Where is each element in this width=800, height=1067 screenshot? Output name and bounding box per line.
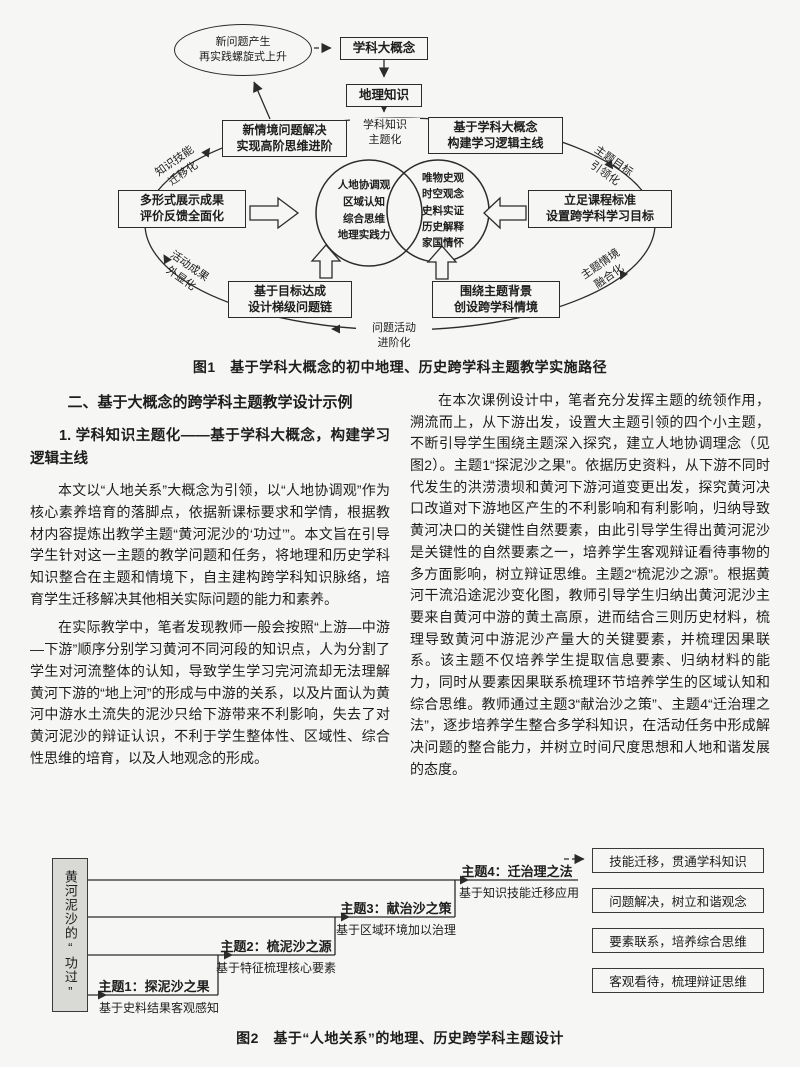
hollow-arrow-left-icon <box>249 196 300 230</box>
fig2-diagram-canvas <box>88 853 585 1000</box>
box-line: 围绕主题背景 <box>459 283 532 298</box>
fig1-label-progression: 问题活动 进阶化 <box>356 321 432 351</box>
label-line: 主题化 <box>368 133 402 146</box>
fig1-label-thematize: 学科知识 主题化 <box>350 118 420 148</box>
section-heading: 二、基于大概念的跨学科主题教学设计示例 <box>67 394 353 411</box>
fig2-outcome-4: 客观看待，梳理辩证思维 <box>592 968 764 993</box>
venn-line: 时空观念 <box>422 188 464 201</box>
fig2-step3-title: 主题3：献治沙之策 <box>340 901 452 916</box>
cycle-arrowhead-bottom <box>331 324 340 334</box>
cycle-arrowhead-upper-right <box>604 159 614 170</box>
figure2-caption: 图2 基于“人地关系”的地理、历史跨学科主题设计 <box>236 1030 564 1046</box>
cycle-arrowhead-upper-left <box>201 147 211 158</box>
fig1-box-display-results: 多形式展示成果 评价反馈全面化 <box>118 190 246 228</box>
step2-arrowhead <box>224 950 233 960</box>
step4-arrowhead <box>460 875 469 885</box>
box-line: 评价反馈全面化 <box>139 209 224 223</box>
box-line: 基于目标达成 <box>253 283 326 298</box>
venn-line: 地理实践力 <box>337 229 391 242</box>
fig1-knowledge-box-label: 地理知识 <box>358 88 409 103</box>
fig1-knowledge-box: 地理知识 <box>346 84 422 107</box>
venn-line: 综合思维 <box>343 212 385 225</box>
box-line: 立足课程标准 <box>563 193 636 208</box>
venn-line: 家国情怀 <box>422 237 464 250</box>
fig1-box-set-goals: 立足课程标准 设置跨学科学习目标 <box>528 190 672 228</box>
fig1-concept-box: 学科大概念 <box>340 37 428 60</box>
cycle-arrowhead-lower-right <box>619 270 629 281</box>
venn-geography-circle <box>315 159 423 267</box>
paragraph: 在实际教学中，笔者发现教师一般会按照“上游—中游—下游”顺序分别学习黄河不同河段… <box>30 619 390 766</box>
fig2-step2-desc: 基于特征梳理核心要素 <box>215 961 336 975</box>
figure1-caption: 图1 基于学科大概念的初中地理、历史跨学科主题教学实施路径 <box>192 359 608 375</box>
box-line: 基于学科大概念 <box>453 119 538 134</box>
venn-line: 人地协调观 <box>337 179 391 191</box>
fig2-outcome-1: 技能迁移，贯通学科知识 <box>592 848 764 873</box>
step1-arrowhead <box>98 990 107 1000</box>
fig2-step2-title: 主题2：梳泥沙之源 <box>220 939 332 954</box>
label-line: 进阶化 <box>377 336 411 349</box>
fig2-source-box: 黄河泥沙的“功过” <box>52 858 88 1012</box>
fig2-outcome-2: 问题解决，树立和谐观念 <box>592 888 764 913</box>
hollow-arrow-right-icon <box>483 196 527 230</box>
box-line: 设置跨学科学习目标 <box>545 209 654 223</box>
fig1-box-new-situation: 新情境问题解决 实现高阶思维进阶 <box>222 120 347 157</box>
fig1-venn-geography-competencies: 人地协调观 区域认知 综合思维 地理实践力 <box>322 177 406 244</box>
fig2-step1-desc: 基于史料结果客观感知 <box>98 1001 219 1015</box>
box-line: 构建学习逻辑主线 <box>447 135 544 150</box>
fig1-spiral-node: 新问题产生 再实践螺旋式上升 <box>174 24 312 76</box>
paragraph: 在本次课例设计中，笔者充分发挥主题的统领作用，溯流而上，从下游出发，设置大主题引… <box>410 392 770 777</box>
box-line: 实现高阶思维进阶 <box>236 138 333 153</box>
fig2-step3-desc: 基于区域环境加以治理 <box>335 923 456 937</box>
article-left-column: 二、基于大概念的跨学科主题教学设计示例 1. 学科知识主题化——基于学科大概念，… <box>30 390 390 787</box>
figure2-diagram: 黄河泥沙的“功过” 主题1：探泥沙之果 基于史料结果客观感知 主题2：梳泥沙之源… <box>0 845 800 1025</box>
fig1-box-build-mainline: 基于学科大概念 构建学习逻辑主线 <box>428 117 563 154</box>
fig2-step4-desc: 基于知识技能迁移应用 <box>458 886 579 900</box>
venn-line: 区域认知 <box>343 195 385 208</box>
fig2-step1-title: 主题1：探泥沙之果 <box>98 979 210 994</box>
label-line: 问题活动 <box>372 322 416 334</box>
fig1-spiral-node-line1: 新问题产生 <box>215 35 271 48</box>
box-line: 创设跨学科情境 <box>453 299 538 314</box>
box-line: 多形式展示成果 <box>139 193 224 208</box>
hollow-arrow-bottomleft-icon <box>310 244 342 279</box>
box-line: 新情境问题解决 <box>242 122 327 137</box>
figure1-diagram: 新问题产生 再实践螺旋式上升 学科大概念 地理知识 学科知识 主题化 新情境问题… <box>0 0 800 356</box>
fig2-step4-title: 主题4：迁治理之法 <box>461 864 573 879</box>
fig1-venn-history-competencies: 唯物史观 时空观念 史料实证 历史解释 家国情怀 <box>406 170 480 251</box>
sub-heading: 1. 学科知识主题化——基于学科大概念，构建学习逻辑主线 <box>30 427 390 468</box>
venn-line: 唯物史观 <box>422 172 464 184</box>
article-right-column: 在本次课例设计中，笔者充分发挥主题的统领作用，溯流而上，从下游出发，设置大主题引… <box>410 390 770 787</box>
fig1-box-problem-chain: 基于目标达成 设计梯级问题链 <box>228 281 352 318</box>
label-line: 学科知识 <box>363 119 407 131</box>
cycle-arrowhead-lower-left <box>163 254 172 265</box>
article-body: 二、基于大概念的跨学科主题教学设计示例 1. 学科知识主题化——基于学科大概念，… <box>30 390 770 787</box>
fig1-spiral-node-line2: 再实践螺旋式上升 <box>199 51 287 63</box>
venn-line: 历史解释 <box>422 220 464 233</box>
fig1-concept-box-label: 学科大概念 <box>352 41 416 56</box>
box-line: 设计梯级问题链 <box>247 299 332 314</box>
venn-line: 史料实证 <box>422 204 464 217</box>
paragraph: 本文以“人地关系”大概念为引领，以“人地协调观”作为核心素养培育的落脚点，依据新… <box>30 482 390 607</box>
fig2-outcome-3: 要素联系，培养综合思维 <box>592 928 764 953</box>
step3-arrowhead <box>341 912 350 922</box>
newsituation-to-spiral-arrow <box>253 81 271 120</box>
fig1-box-create-context: 围绕主题背景 创设跨学科情境 <box>432 281 560 318</box>
hollow-arrow-bottomright-icon <box>426 245 458 280</box>
